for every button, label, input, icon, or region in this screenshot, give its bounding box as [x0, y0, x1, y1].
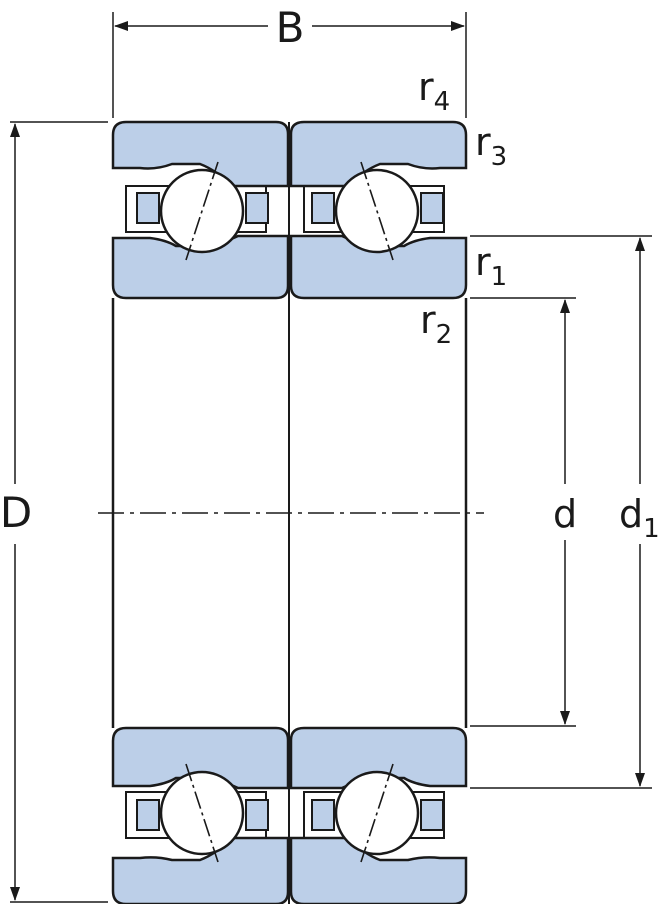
dimension-d: d — [470, 297, 577, 727]
label-r1-sub: 1 — [491, 262, 508, 292]
dimension-D: D — [0, 121, 108, 903]
contact-line-top-right — [360, 161, 394, 261]
label-B: B — [276, 3, 305, 52]
label-r4: r4 — [418, 65, 450, 117]
label-d1-main: d — [619, 492, 643, 536]
label-r1: r1 — [475, 240, 507, 292]
label-r4-sub: 4 — [434, 87, 451, 117]
outer-ring-top-right — [289, 120, 468, 188]
label-D: D — [0, 488, 32, 537]
contact-line-top-left — [185, 161, 219, 261]
outer-ring-bottom-right — [289, 836, 468, 904]
cage-pocket-top-right-a — [311, 192, 335, 224]
label-d: d — [553, 492, 577, 536]
label-r2-sub: 2 — [436, 320, 453, 350]
bottom-balls — [159, 763, 420, 863]
contact-line-bottom-right — [360, 763, 394, 863]
label-d1-sub: 1 — [643, 514, 660, 544]
cage-pocket-top-right-b — [420, 192, 444, 224]
label-r1-main: r — [475, 240, 491, 284]
label-r4-main: r — [418, 65, 434, 109]
cage-pocket-bottom-left-b — [245, 799, 269, 831]
cage-pocket-bottom-right-a — [311, 799, 335, 831]
label-r2-main: r — [420, 298, 436, 342]
inner-ring-bottom-right — [289, 726, 468, 790]
outer-ring-bottom-left — [111, 836, 290, 904]
top-balls — [159, 161, 420, 261]
label-d1: d1 — [619, 492, 660, 544]
cage-pocket-top-left-b — [245, 192, 269, 224]
label-r2: r2 — [420, 298, 452, 350]
contact-line-bottom-left — [185, 763, 219, 863]
dimension-B: B — [112, 3, 467, 118]
cage-pocket-bottom-right-b — [420, 799, 444, 831]
cage-pocket-bottom-left-a — [136, 799, 160, 831]
bottom-outer-rings — [111, 836, 468, 904]
dimension-d1: d1 — [470, 235, 660, 789]
bottom-inner-rings — [111, 726, 468, 790]
top-inner-rings — [111, 234, 468, 300]
label-r3-main: r — [475, 120, 491, 164]
label-r3: r3 — [475, 120, 507, 172]
outer-ring-top-left — [111, 120, 290, 188]
cage-pocket-top-left-a — [136, 192, 160, 224]
top-outer-rings — [111, 120, 468, 188]
inner-ring-top-left — [111, 234, 290, 300]
label-r3-sub: 3 — [491, 142, 508, 172]
